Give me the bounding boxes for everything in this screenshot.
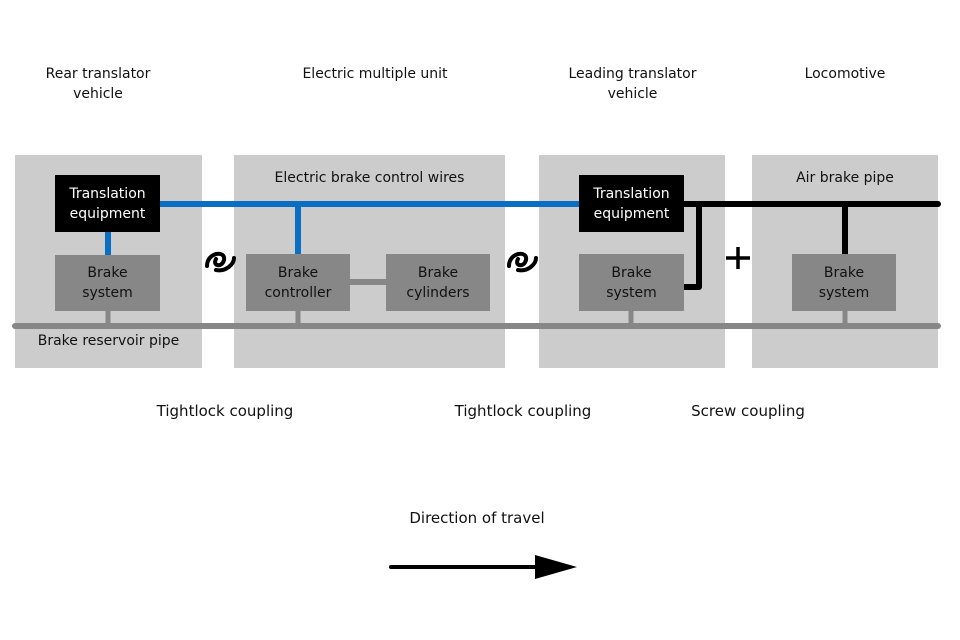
emu-brake-cylinders: Brake cylinders — [386, 254, 490, 311]
box-label: Brake — [611, 264, 652, 281]
direction-of-travel-label: Direction of travel — [409, 509, 545, 527]
box-label: Brake — [417, 264, 459, 281]
brake-reservoir-pipe-label: Brake reservoir pipe — [37, 333, 180, 349]
tightlock-coupling-symbol-2 — [507, 251, 538, 273]
box-label: equipment — [593, 205, 670, 222]
box-label: Translation — [69, 185, 146, 202]
vehicle-title-line: vehicle — [73, 86, 123, 102]
vehicle-title-line: Leading translator — [568, 66, 697, 82]
box-label: Brake — [823, 264, 865, 281]
rear-translation-equipment: Translation equipment — [55, 175, 160, 232]
coupling-label-rear: Tightlock coupling — [156, 402, 294, 420]
rear-brake-system: Brake system — [55, 255, 160, 311]
screw-coupling-plus-icon — [726, 247, 750, 269]
coupling-label-middle: Tightlock coupling — [454, 402, 592, 420]
leading-translation-equipment: Translation equipment — [579, 175, 684, 232]
box-label: Translation — [593, 185, 670, 202]
electric-wires-label: Electric brake control wires — [274, 170, 465, 186]
vehicle-title-rear: Rear translator vehicle — [28, 64, 168, 104]
leading-brake-system: Brake system — [579, 254, 684, 311]
box-label: Brake — [277, 264, 319, 281]
vehicle-title-line: Electric multiple unit — [302, 66, 448, 82]
vehicle-title-line: Rear translator — [45, 66, 151, 82]
air-brake-pipe-label: Air brake pipe — [796, 170, 894, 186]
coupling-label-front: Screw coupling — [691, 402, 805, 420]
tightlock-coupling-symbol-1 — [205, 251, 236, 273]
box-label: Brake — [87, 265, 128, 281]
arrow-right-icon — [389, 555, 577, 579]
vehicle-title-emu: Electric multiple unit — [270, 64, 480, 84]
box-label: controller — [264, 284, 332, 301]
box-label: system — [82, 285, 133, 301]
emu-brake-controller: Brake controller — [246, 254, 350, 311]
locomotive-brake-system: Brake system — [792, 254, 896, 311]
box-label: equipment — [69, 205, 146, 222]
vehicle-title-locomotive: Locomotive — [780, 64, 910, 84]
box-label: system — [818, 284, 870, 301]
box-label: system — [606, 284, 657, 301]
vehicle-title-line: Locomotive — [804, 66, 886, 82]
box-label: cylinders — [406, 284, 470, 301]
vehicle-title-leading: Leading translator vehicle — [555, 64, 710, 104]
vehicle-title-line: vehicle — [607, 86, 658, 102]
